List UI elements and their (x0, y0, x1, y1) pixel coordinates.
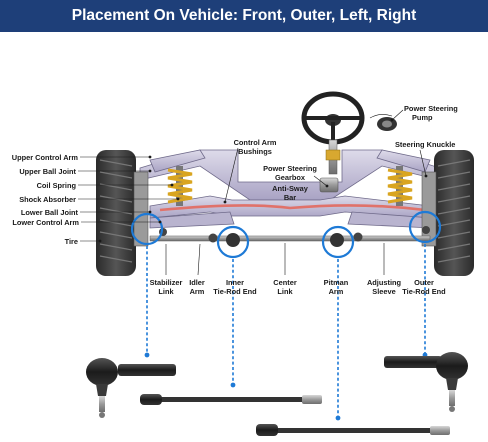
label-power-steering-pump: Power Steering (404, 104, 458, 113)
label-pitman-arm: Pitman (324, 278, 349, 287)
svg-text:Bar: Bar (284, 193, 296, 202)
inner-tie-rod-icon (256, 424, 450, 436)
svg-text:Pump: Pump (412, 113, 433, 122)
page-title: Placement On Vehicle: Front, Outer, Left… (0, 0, 488, 32)
svg-text:Link: Link (277, 287, 293, 296)
label-inner-tie-rod-end: Inner (226, 278, 244, 287)
steering-linkage (150, 226, 430, 247)
label-steering-knuckle: Steering Knuckle (395, 140, 455, 149)
label-anti-sway-bar: Anti-Sway (272, 184, 309, 193)
suspension-diagram: Upper Control Arm Upper Ball Joint Coil … (0, 32, 488, 442)
label-control-arm-bushings: Control Arm (234, 138, 277, 147)
svg-text:Bushings: Bushings (238, 147, 272, 156)
bottom-labels: Stabilizer Link Idler Arm Inner Tie-Rod … (150, 243, 447, 296)
tie-rod-end-icon (384, 352, 468, 412)
label-idler-arm: Idler (189, 278, 205, 287)
label-adjusting-sleeve: Adjusting (367, 278, 402, 287)
svg-text:Link: Link (158, 287, 174, 296)
label-outer-tie-rod-end: Outer (414, 278, 434, 287)
label-tire: Tire (65, 237, 78, 246)
svg-text:Sleeve: Sleeve (372, 287, 395, 296)
label-coil-spring: Coil Spring (37, 181, 77, 190)
label-center-link: Center (273, 278, 297, 287)
power-steering-gearbox (320, 178, 338, 192)
label-upper-control-arm: Upper Control Arm (12, 153, 79, 162)
label-lower-control-arm: Lower Control Arm (12, 218, 79, 227)
svg-text:Gearbox: Gearbox (275, 173, 306, 182)
label-power-steering-gearbox: Power Steering (263, 164, 317, 173)
svg-text:Tie-Rod End: Tie-Rod End (402, 287, 446, 296)
label-shock-absorber: Shock Absorber (19, 195, 76, 204)
coil-spring-right (388, 166, 412, 206)
label-lower-ball-joint: Lower Ball Joint (21, 208, 79, 217)
svg-text:Tie-Rod End: Tie-Rod End (213, 287, 257, 296)
label-stabilizer-link: Stabilizer (150, 278, 183, 287)
power-steering-pump (370, 114, 397, 131)
svg-text:Arm: Arm (329, 287, 344, 296)
inner-tie-rod-icon (140, 394, 322, 405)
svg-text:Arm: Arm (190, 287, 205, 296)
label-upper-ball-joint: Upper Ball Joint (19, 167, 76, 176)
tie-rod-end-icon (86, 358, 176, 418)
